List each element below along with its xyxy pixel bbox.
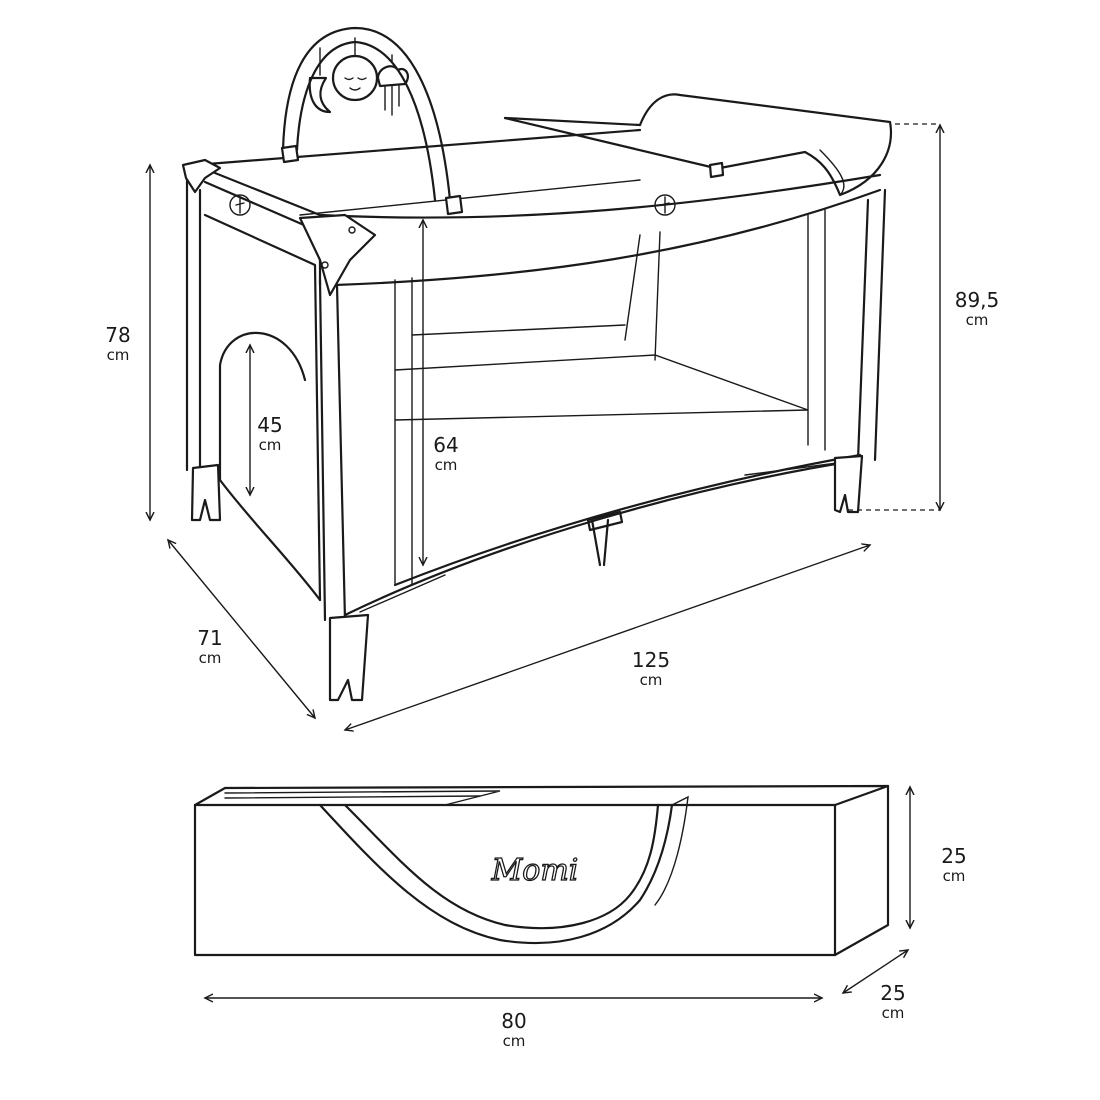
dim-125-unit: cm bbox=[640, 671, 663, 689]
dim-label-71: 71 cm bbox=[197, 626, 222, 667]
bag-dim-label-length: 80 cm bbox=[501, 1009, 526, 1050]
dim-125-value: 125 bbox=[632, 648, 670, 672]
dim-89-5-value: 89,5 bbox=[955, 288, 1000, 312]
dim-45-value: 45 bbox=[257, 413, 282, 437]
travel-cot-drawing bbox=[181, 26, 892, 702]
dim-label-89-5: 89,5 cm bbox=[955, 288, 1000, 329]
cot-dimension-lines bbox=[150, 123, 940, 730]
dim-label-125: 125 cm bbox=[632, 648, 670, 689]
bag-depth-value: 25 bbox=[880, 981, 905, 1005]
bag-height-unit: cm bbox=[943, 867, 966, 885]
bag-length-value: 80 bbox=[501, 1009, 526, 1033]
bag-depth-unit: cm bbox=[882, 1004, 905, 1022]
bag-height-value: 25 bbox=[941, 844, 966, 868]
carry-bag-drawing: Momi bbox=[193, 784, 890, 957]
dim-78-unit: cm bbox=[107, 346, 130, 364]
dim-45-unit: cm bbox=[259, 436, 282, 454]
dim-71-unit: cm bbox=[199, 649, 222, 667]
bag-dim-label-height: 25 cm bbox=[941, 844, 966, 885]
dim-label-64: 64 cm bbox=[433, 433, 458, 474]
dim-64-unit: cm bbox=[435, 456, 458, 474]
bag-length-unit: cm bbox=[503, 1032, 526, 1050]
dim-71-value: 71 bbox=[197, 626, 222, 650]
dim-label-78: 78 cm bbox=[105, 323, 130, 364]
dim-78-value: 78 bbox=[105, 323, 130, 347]
dim-64-value: 64 bbox=[433, 433, 458, 457]
dim-89-5-unit: cm bbox=[966, 311, 989, 329]
bag-dim-label-depth: 25 cm bbox=[880, 981, 905, 1022]
bag-dimension-lines bbox=[205, 787, 910, 998]
dim-label-45: 45 cm bbox=[257, 413, 282, 454]
brand-logo: Momi bbox=[491, 853, 579, 888]
